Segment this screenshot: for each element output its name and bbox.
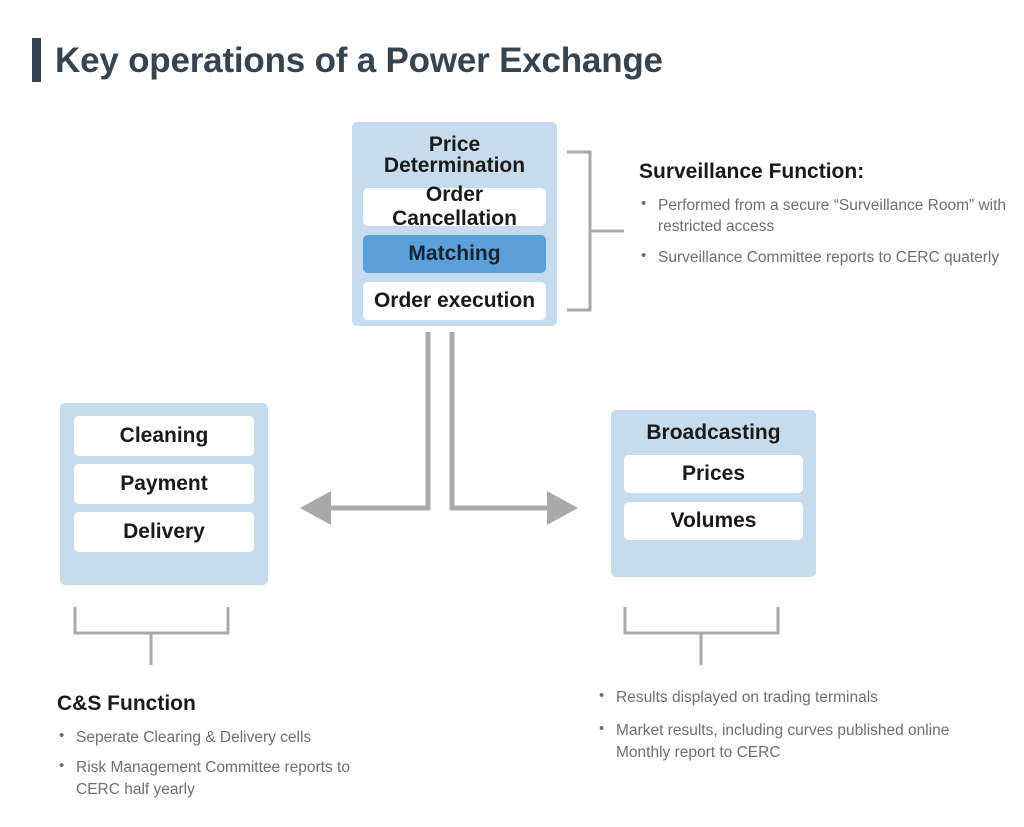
price-determination-title: Price Determination bbox=[383, 133, 526, 177]
cs-item-delivery[interactable]: Delivery bbox=[74, 512, 254, 552]
arrow-to-broadcast-box bbox=[449, 332, 578, 525]
broadcast-item-prices[interactable]: Prices bbox=[624, 455, 803, 493]
page-title: Key operations of a Power Exchange bbox=[32, 38, 663, 82]
surveillance-bracket bbox=[567, 150, 592, 312]
broadcast-item-volumes[interactable]: Volumes bbox=[624, 502, 803, 540]
broadcast-bracket bbox=[623, 607, 780, 635]
broadcast-bullet-list: Results displayed on trading terminals M… bbox=[597, 686, 997, 763]
clearing-settlement-box: Cleaning Payment Delivery bbox=[60, 403, 268, 585]
list-item: Seperate Clearing & Delivery cells bbox=[57, 726, 397, 748]
price-determination-box: Price Determination Order Cancellation M… bbox=[352, 122, 557, 326]
cs-item-payment[interactable]: Payment bbox=[74, 464, 254, 504]
list-item: Market results, including curves publish… bbox=[597, 719, 997, 763]
list-item: Performed from a secure “Surveillance Ro… bbox=[639, 194, 1009, 238]
list-item: Surveillance Committee reports to CERC q… bbox=[639, 246, 1009, 268]
list-item: Results displayed on trading terminals bbox=[597, 686, 997, 708]
cs-function-note-heading: C&S Function bbox=[57, 692, 196, 715]
broadcasting-box: Broadcasting Prices Volumes bbox=[611, 410, 816, 577]
broadcasting-note: Results displayed on trading terminals M… bbox=[597, 686, 997, 775]
surveillance-bullet-list: Performed from a secure “Surveillance Ro… bbox=[639, 194, 1009, 268]
cs-bullet-list: Seperate Clearing & Delivery cells Risk … bbox=[57, 726, 397, 800]
cs-item-cleaning[interactable]: Cleaning bbox=[74, 416, 254, 456]
list-item: Risk Management Committee reports to CER… bbox=[57, 756, 397, 800]
price-item-matching[interactable]: Matching bbox=[363, 235, 546, 273]
page-title-text: Key operations of a Power Exchange bbox=[55, 40, 663, 80]
cs-bracket bbox=[73, 607, 230, 635]
title-accent-bar bbox=[32, 38, 41, 82]
surveillance-note: Surveillance Function: Performed from a … bbox=[639, 160, 1009, 268]
price-item-order-execution[interactable]: Order execution bbox=[363, 282, 546, 320]
broadcasting-title: Broadcasting bbox=[646, 421, 781, 444]
cs-function-note: C&S Function Seperate Clearing & Deliver… bbox=[57, 692, 397, 800]
surveillance-note-heading: Surveillance Function: bbox=[639, 160, 865, 183]
arrow-to-cs-box bbox=[300, 332, 431, 525]
price-item-order-cancellation[interactable]: Order Cancellation bbox=[363, 183, 546, 230]
